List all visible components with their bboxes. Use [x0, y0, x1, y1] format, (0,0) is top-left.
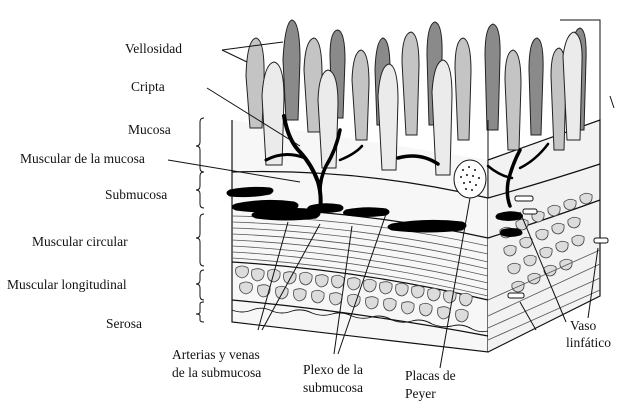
- label-arterias-2: de la submucosa: [172, 365, 261, 380]
- label-vaso-1: Vaso: [570, 318, 596, 333]
- label-muscular-longitudinal: Muscular longitudinal: [7, 277, 127, 292]
- label-plexo-2: submucosa: [303, 380, 363, 395]
- label-muscular-circular: Muscular circular: [32, 234, 128, 249]
- label-cripta: Cripta: [131, 79, 165, 94]
- layer-brackets: [196, 118, 204, 322]
- label-serosa: Serosa: [106, 316, 142, 331]
- label-placas-2: Peyer: [405, 386, 436, 401]
- label-vaso-2: linfático: [566, 335, 611, 350]
- peyer-patch: [454, 160, 486, 198]
- label-arterias-1: Arterias y venas: [172, 347, 260, 362]
- label-muscular-mucosa: Muscular de la mucosa: [20, 151, 145, 166]
- label-vellosidad: Vellosidad: [125, 41, 182, 56]
- label-placas-1: Placas de: [405, 368, 456, 383]
- label-plexo-1: Plexo de la: [303, 362, 363, 377]
- label-mucosa: Mucosa: [128, 122, 171, 137]
- label-submucosa: Submucosa: [105, 187, 167, 202]
